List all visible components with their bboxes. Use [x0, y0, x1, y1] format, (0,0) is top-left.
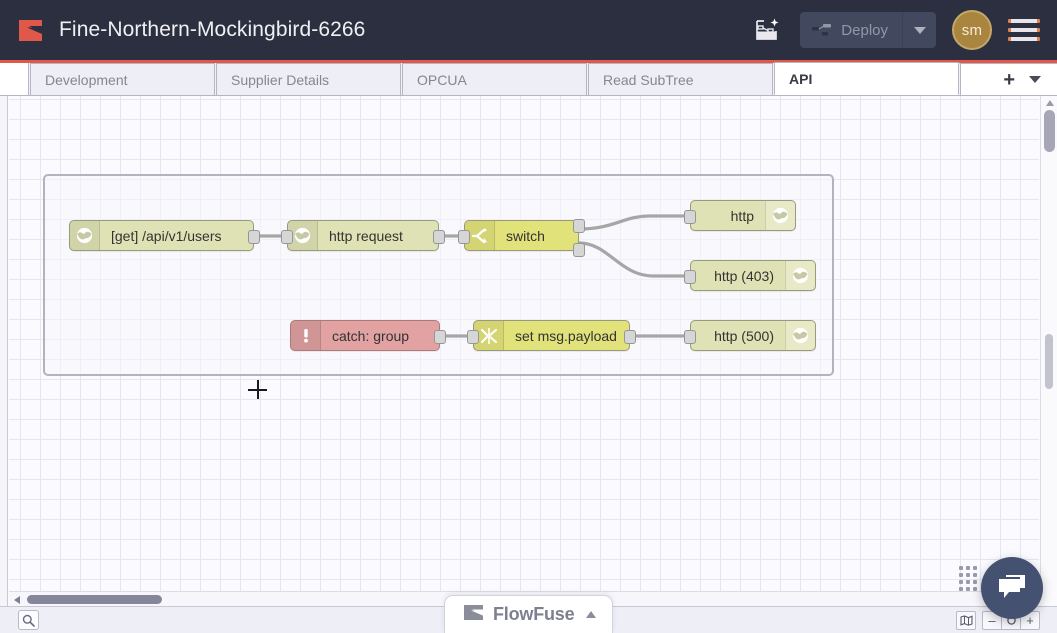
globe-icon	[785, 321, 815, 350]
node-output-port[interactable]	[624, 330, 636, 344]
arrow-left-icon[interactable]	[14, 596, 20, 604]
deploy-control: Deploy	[800, 12, 936, 48]
node-label: http	[730, 207, 754, 224]
node-http-response-500[interactable]: http (500)	[684, 320, 816, 351]
change-swap-icon	[474, 321, 504, 350]
tab-supplier-details[interactable]: Supplier Details	[216, 63, 401, 95]
app-header: Fine-Northern-Mockingbird-6266	[0, 0, 1057, 63]
node-http-in[interactable]: [get] /api/v1/users	[69, 220, 260, 251]
tab-controls: +	[960, 63, 1057, 95]
search-icon	[22, 614, 35, 627]
node-http-response-403[interactable]: http (403)	[684, 260, 816, 291]
arrow-up-icon[interactable]	[1046, 100, 1054, 106]
chevron-up-icon[interactable]	[586, 611, 597, 618]
tab-label: Supplier Details	[231, 71, 330, 88]
node-label: http (403)	[714, 267, 774, 284]
node-catch-group[interactable]: catch: group	[290, 320, 446, 351]
tab-development[interactable]: Development	[30, 63, 215, 95]
node-input-port[interactable]	[684, 210, 696, 224]
tab-label: Read SubTree	[603, 71, 694, 88]
chat-bubble-icon	[999, 575, 1025, 598]
node-input-port[interactable]	[458, 230, 470, 244]
tab-opcua[interactable]: OPCUA	[402, 63, 587, 95]
workspace: [get] /api/v1/users http request	[0, 96, 1057, 633]
palette-edge	[0, 96, 8, 633]
globe-icon	[288, 221, 318, 250]
deploy-button[interactable]: Deploy	[800, 12, 902, 48]
node-output-port[interactable]	[434, 330, 446, 344]
flowfuse-logo-icon	[463, 603, 485, 627]
node-input-port[interactable]	[684, 270, 696, 284]
tab-label: OPCUA	[417, 71, 467, 88]
node-switch[interactable]: switch	[458, 219, 585, 257]
tab-gutter	[0, 63, 29, 95]
node-http-request[interactable]: http request	[281, 220, 445, 251]
scrollbar-thumb-secondary[interactable]	[1045, 334, 1053, 389]
tab-read-subtree[interactable]: Read SubTree	[588, 63, 773, 95]
node-output-port[interactable]	[573, 219, 585, 233]
ai-flow-generate-icon[interactable]	[747, 10, 787, 50]
node-output-port[interactable]	[573, 243, 585, 257]
search-button[interactable]	[18, 610, 39, 630]
exclamation-icon	[291, 321, 321, 350]
menu-bar	[1008, 37, 1040, 41]
drag-dots-icon[interactable]	[959, 566, 977, 600]
menu-bar	[1008, 19, 1040, 23]
deploy-label: Deploy	[841, 21, 888, 39]
menu-bar	[1008, 28, 1040, 32]
hamburger-menu-icon[interactable]	[1008, 17, 1040, 43]
flowfuse-panel-tab[interactable]: FlowFuse	[444, 595, 613, 633]
node-input-port[interactable]	[684, 330, 696, 344]
canvas-vertical-scrollbar[interactable]	[1040, 96, 1057, 591]
flow-canvas[interactable]: [get] /api/v1/users http request	[9, 96, 1039, 591]
node-output-port[interactable]	[248, 230, 260, 244]
chevron-down-icon	[913, 26, 926, 34]
node-label: http request	[329, 227, 403, 244]
scrollbar-thumb[interactable]	[27, 595, 162, 604]
crosshair-cursor	[248, 380, 267, 399]
node-label: switch	[506, 227, 545, 244]
node-label: catch: group	[332, 327, 410, 344]
page-title: Fine-Northern-Mockingbird-6266	[59, 18, 366, 41]
globe-icon	[70, 221, 100, 250]
chevron-down-icon[interactable]	[1029, 76, 1041, 83]
header-actions: Deploy sm	[747, 0, 1057, 60]
switch-branch-icon	[465, 221, 495, 250]
flow-tabs: Development Supplier Details OPCUA Read …	[0, 62, 1057, 96]
deploy-nodes-icon	[812, 23, 832, 37]
node-set-msg-payload[interactable]: set msg.payload	[467, 320, 636, 351]
node-http-response-200[interactable]: http	[684, 200, 796, 231]
node-input-port[interactable]	[281, 230, 293, 244]
node-label: http (500)	[714, 327, 774, 344]
scrollbar-thumb[interactable]	[1044, 110, 1055, 152]
flowfuse-label: FlowFuse	[493, 604, 575, 624]
avatar-initials: sm	[961, 21, 983, 39]
flowfuse-logo-icon	[17, 17, 44, 44]
tab-api[interactable]: API	[774, 62, 959, 95]
tab-label: Development	[45, 71, 128, 88]
plus-icon[interactable]: +	[1003, 68, 1015, 91]
globe-icon	[785, 261, 815, 290]
node-output-port[interactable]	[433, 230, 445, 244]
avatar[interactable]: sm	[952, 10, 992, 50]
deploy-dropdown-button[interactable]	[902, 12, 936, 48]
globe-icon	[765, 201, 795, 230]
node-input-port[interactable]	[467, 330, 479, 344]
navigator-map-icon[interactable]	[956, 610, 976, 630]
node-label: set msg.payload	[515, 327, 617, 344]
chat-button[interactable]	[981, 557, 1043, 619]
node-label: [get] /api/v1/users	[111, 227, 222, 244]
tab-label: API	[789, 70, 813, 87]
